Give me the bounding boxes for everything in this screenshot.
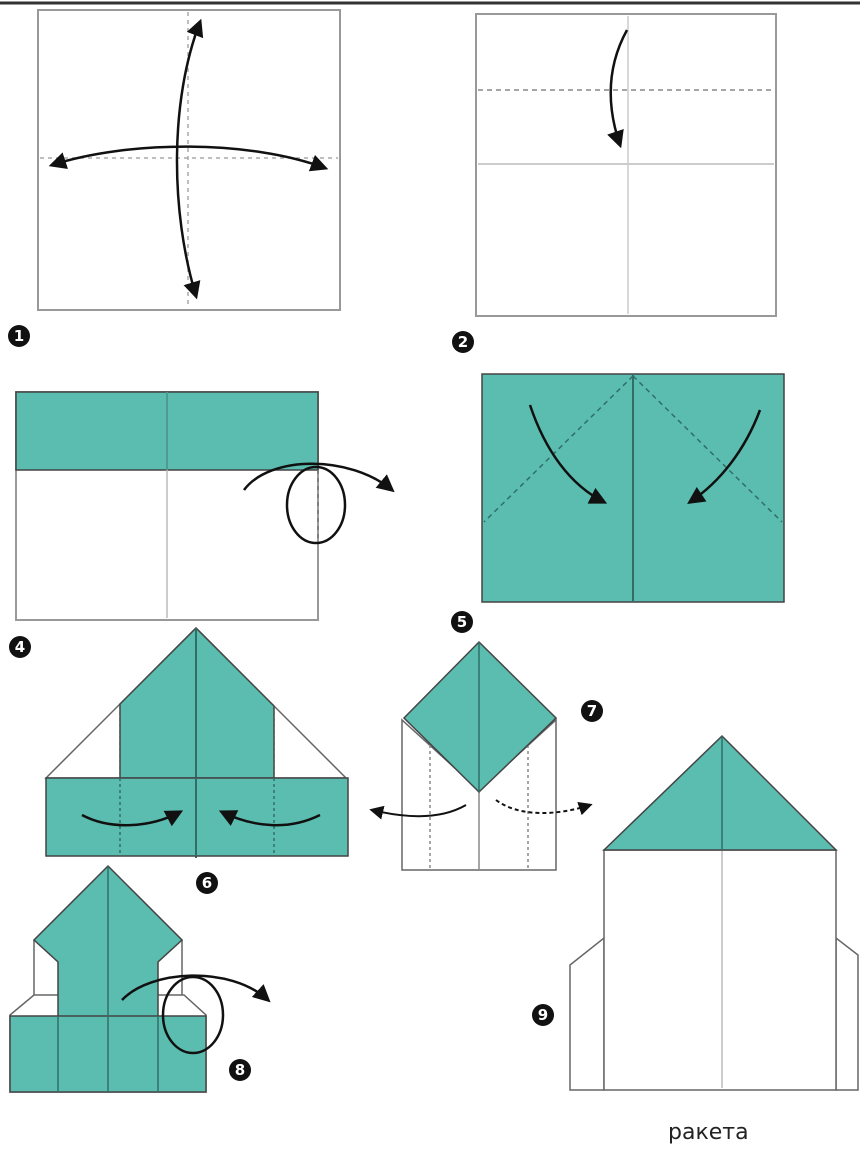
step-7-number: 7 [587,702,597,720]
step-8-badge: 8 [229,1059,251,1081]
step-9-number: 9 [538,1006,548,1024]
step-7-diagram [372,642,590,870]
step-4-diagram [16,392,392,620]
step-2-diagram [476,14,776,316]
step-5-number: 5 [457,613,467,631]
step-4-badge: 4 [9,636,31,658]
step-5-diagram [482,374,784,602]
step-6-diagram [46,628,348,858]
step-1-diagram [38,10,340,310]
step-2-number: 2 [458,333,468,351]
step-9-diagram [570,736,858,1090]
step-5-badge: 5 [451,611,473,633]
caption-label: ракета [668,1120,749,1145]
step-7-badge: 7 [581,700,603,722]
step-9-badge: 9 [532,1004,554,1026]
step-2-badge: 2 [452,331,474,353]
step-4-number: 4 [15,638,25,656]
step-8-number: 8 [235,1061,245,1079]
step-8-diagram [10,866,268,1092]
step-1-number: 1 [14,327,24,345]
step-6-badge: 6 [196,872,218,894]
step-6-number: 6 [202,874,212,892]
step-1-badge: 1 [8,325,30,347]
